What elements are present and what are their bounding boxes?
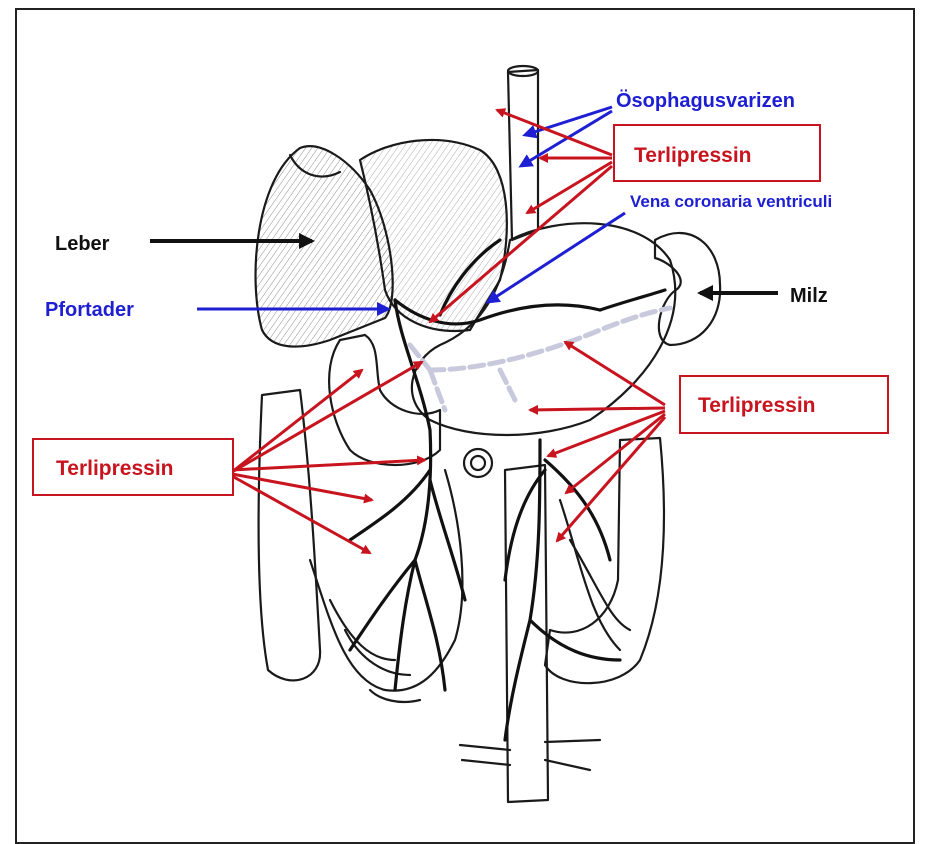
label-terlipressin-right: Terlipressin	[698, 394, 816, 417]
label-oesophagusvarizen: Ösophagusvarizen	[616, 89, 795, 112]
label-leber: Leber	[55, 233, 110, 255]
terli-right-arrow-5	[557, 417, 665, 541]
terli-top-arrow-1	[497, 110, 612, 155]
terli-left-arrow-1	[232, 370, 362, 472]
label-terlipressin-left: Terlipressin	[56, 457, 174, 480]
label-milz: Milz	[790, 285, 828, 307]
label-pfortader: Pfortader	[45, 299, 134, 321]
label-vena-coronaria: Vena coronaria ventriculi	[630, 192, 832, 211]
terli-right-arrow-4	[566, 414, 665, 493]
esophagus	[508, 70, 538, 240]
terli-right-arrow-1	[565, 342, 665, 405]
terli-top-arrow-3	[527, 162, 612, 213]
ascending-colon	[259, 390, 321, 680]
terli-right-arrow-3	[548, 411, 665, 456]
terli-right-arrow-2	[530, 408, 665, 410]
label-terlipressin-top: Terlipressin	[634, 144, 752, 167]
